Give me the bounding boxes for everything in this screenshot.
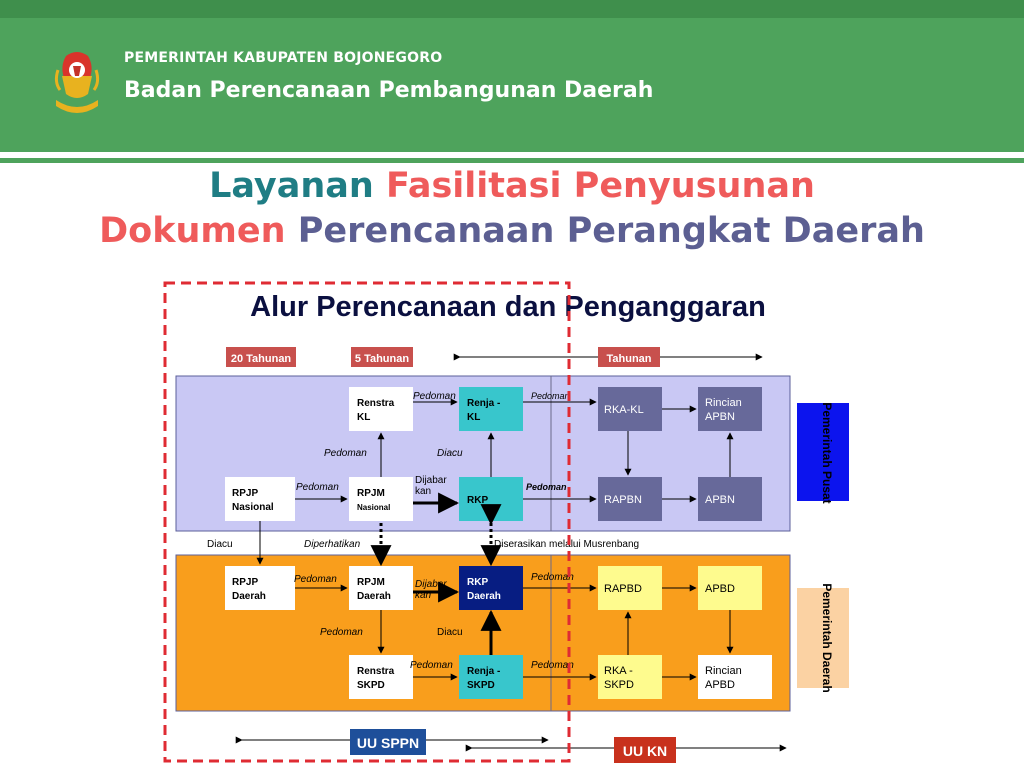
diagram-title: Alur Perencanaan dan Penganggaran	[250, 291, 766, 323]
edge-label-pedoman: Pedoman	[324, 448, 367, 459]
edge-label-pedoman: Pedoman	[410, 660, 453, 671]
highlight-frame	[163, 281, 571, 763]
node-rka-kl	[598, 387, 662, 431]
node-renja-skpd	[459, 655, 523, 699]
title-word: Layanan	[209, 166, 374, 206]
node-rapbn-label: RAPBN	[604, 494, 642, 506]
node-rka-kl-label: RKA-KL	[604, 404, 644, 416]
org-parent-name: PEMERINTAH KABUPATEN BOJONEGORO	[124, 50, 443, 66]
edge-label-diacu: Diacu	[207, 539, 233, 550]
header-top-band	[0, 0, 1024, 18]
pusat-arrows	[295, 398, 734, 503]
node-renja-kl	[459, 387, 523, 431]
title-word: Perencanaan Perangkat Daerah	[297, 211, 925, 251]
edge-label-pedoman: Pedoman	[531, 391, 570, 401]
edge-label-diserasikan: Diserasikan melalui Musrenbang	[494, 539, 639, 550]
title-word: Fasilitasi Penyusunan	[386, 166, 815, 206]
period-5-tag	[351, 347, 413, 367]
edge-label-pedoman: Pedoman	[526, 482, 567, 492]
org-agency-name: Badan Perencanaan Pembangunan Daerah	[124, 78, 654, 103]
title-word: Dokumen	[99, 211, 286, 251]
node-apbd	[698, 566, 762, 610]
node-renja-skpd-label: Renja -SKPD	[467, 666, 500, 691]
edge-label-pedoman: Pedoman	[531, 660, 574, 671]
node-renstra-kl	[349, 387, 413, 431]
node-rpjp-daerah	[225, 566, 295, 610]
node-rka-skpd	[598, 655, 662, 699]
node-renstra-skpd	[349, 655, 413, 699]
header-underline	[0, 158, 1024, 163]
header-banner	[0, 0, 1024, 152]
edge-label-diperhatikan: Diperhatikan	[304, 539, 361, 550]
edge-label-pedoman: Pedoman	[413, 391, 456, 402]
node-rpjp-nasional	[225, 477, 295, 521]
period-annual-label: Tahunan	[606, 353, 651, 365]
node-rincian-apbn	[698, 387, 762, 431]
daerah-side-tag	[797, 588, 849, 688]
page-title-line-2: Dokumen Perencanaan Perangkat Daerah	[0, 211, 1024, 251]
edge-label-diacu: Diacu	[437, 627, 463, 638]
pusat-side-label: Pemerintah Pusat	[820, 402, 834, 503]
edge-label-pedoman: Pedoman	[294, 574, 337, 585]
edge-label-pedoman: Pedoman	[320, 627, 363, 638]
period-annual-tag	[598, 347, 660, 367]
uu-kn-tag	[614, 737, 676, 763]
node-apbn	[698, 477, 762, 521]
uu-sppn-label: UU SPPN	[357, 735, 419, 751]
edge-label-diacu: Diacu	[437, 448, 463, 459]
node-rpjm-nasional	[349, 477, 413, 521]
node-rapbd	[598, 566, 662, 610]
edge-label-pedoman: Pedoman	[531, 572, 574, 583]
daerah-arrows	[295, 584, 734, 681]
daerah-side-label: Pemerintah Daerah	[820, 583, 834, 692]
header-separator	[0, 152, 1024, 158]
pusat-side-tag	[797, 403, 849, 501]
node-rkp-label: RKP	[467, 495, 488, 506]
node-apbd-label: APBD	[705, 583, 735, 595]
node-renja-kl-label: Renja -KL	[467, 398, 500, 423]
node-apbn-label: APBN	[705, 494, 735, 506]
node-rkp-daerah	[459, 566, 523, 610]
node-rpjm-daerah	[349, 566, 413, 610]
page-title-line-1: Layanan Fasilitasi Penyusunan	[0, 166, 1024, 206]
bojonegoro-emblem-icon	[54, 52, 100, 113]
node-rapbd-label: RAPBD	[604, 583, 642, 595]
node-rapbn	[598, 477, 662, 521]
uu-kn-label: UU KN	[623, 743, 667, 759]
edge-label-pedoman: Pedoman	[296, 482, 339, 493]
node-rincian-apbd	[698, 655, 772, 699]
period-20-tag	[226, 347, 296, 367]
uu-sppn-tag	[350, 729, 426, 755]
period-20-label: 20 Tahunan	[231, 353, 292, 365]
node-rka-skpd-label: RKA -SKPD	[604, 665, 634, 691]
period-5-label: 5 Tahunan	[355, 353, 409, 365]
